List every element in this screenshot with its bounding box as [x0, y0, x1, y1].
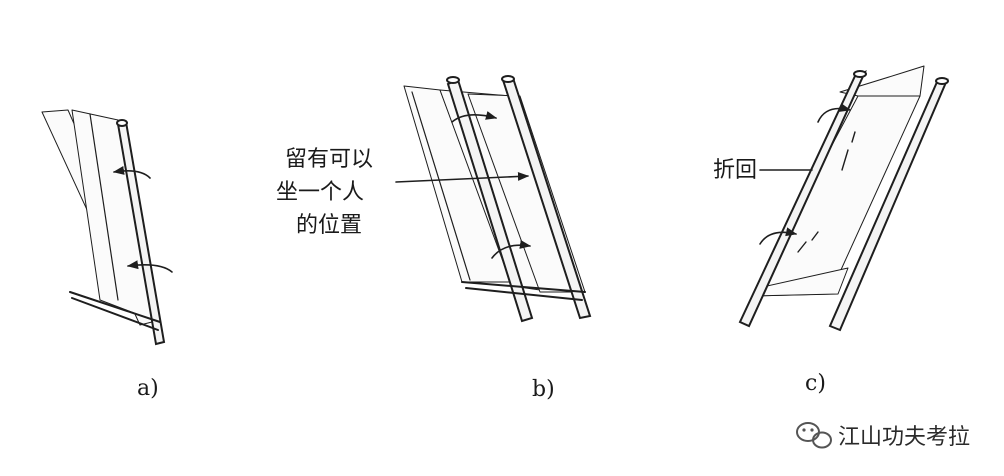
watermark-text: 江山功夫考拉: [838, 425, 970, 450]
panel-b-annotation-line-3: 的位置: [296, 213, 362, 238]
panel-b-label: b): [532, 377, 555, 402]
panel-a-drawing: [41, 109, 173, 346]
panel-c-annotation: 折回: [713, 158, 757, 183]
wechat-icon: [796, 422, 832, 449]
panel-a-label: a): [137, 376, 159, 401]
panel-c-label: c): [805, 371, 826, 396]
panel-b-annotation-line-2: 坐一个人: [276, 180, 364, 205]
panel-c-drawing: [738, 65, 949, 332]
panel-b-annotation-line-1: 留有可以: [285, 147, 373, 172]
panel-b-drawing: [395, 75, 592, 323]
